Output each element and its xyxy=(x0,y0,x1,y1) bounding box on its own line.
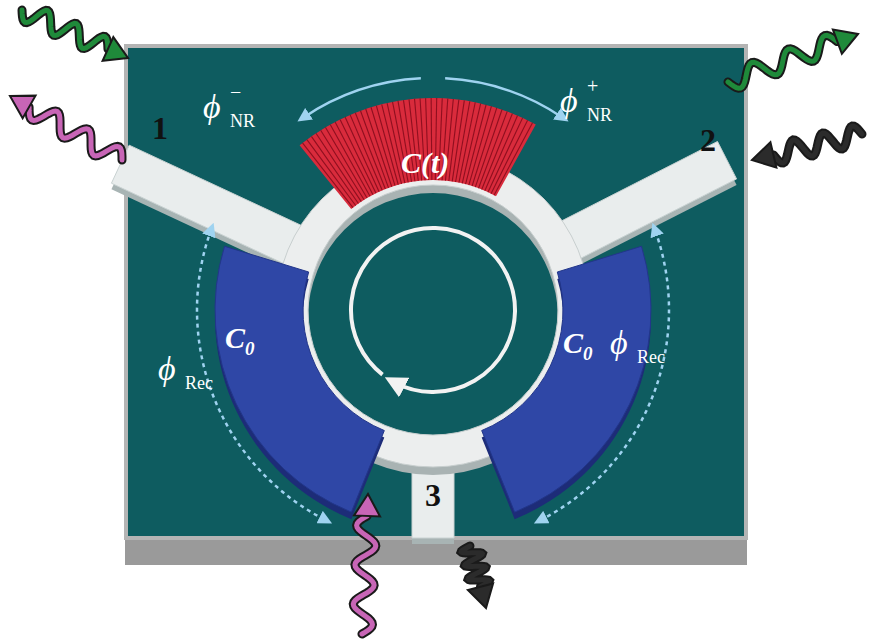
input-wave xyxy=(353,494,380,634)
subscript: 0 xyxy=(583,343,593,364)
node-text: 1 xyxy=(152,110,168,146)
capacitor-label: C0 xyxy=(559,324,597,367)
subscript: NR xyxy=(230,112,255,130)
output-wave xyxy=(461,546,493,608)
output-wave xyxy=(10,96,122,160)
phase-arrow xyxy=(197,229,326,520)
phase-arrow xyxy=(540,229,669,520)
superscript: + xyxy=(587,76,598,96)
capacitor-label: C0 xyxy=(221,319,259,362)
node-text: C xyxy=(225,321,245,354)
port-number: 2 xyxy=(696,120,720,161)
phase-symbol: ϕ xyxy=(610,326,628,360)
subscript: NR xyxy=(587,106,612,124)
input-wave xyxy=(22,10,128,61)
substrate xyxy=(126,46,746,538)
port-number: 1 xyxy=(148,108,172,149)
static-capacitor xyxy=(215,246,384,512)
modulated-capacitor xyxy=(300,98,536,209)
phase-symbol: ϕ xyxy=(158,352,176,386)
static-capacitor xyxy=(482,246,651,512)
subscript: Rec xyxy=(637,348,665,366)
phase-symbol: ϕ xyxy=(203,90,221,124)
phase-arrow xyxy=(445,78,563,117)
port-number: 3 xyxy=(421,475,445,516)
input-wave xyxy=(752,126,862,168)
phase-symbol: ϕ xyxy=(560,84,578,118)
node-text: 3 xyxy=(425,477,441,513)
capacitor-label: C(t) xyxy=(397,144,453,182)
circulation-arrow xyxy=(351,228,515,392)
superscript: − xyxy=(230,82,241,102)
subscript: 0 xyxy=(245,338,255,359)
node-text: 2 xyxy=(700,122,716,158)
output-wave xyxy=(728,29,858,88)
phase-arrow xyxy=(303,78,421,117)
node-text: C xyxy=(563,326,583,359)
capacitor-fingers xyxy=(302,98,532,208)
node-text: C(t) xyxy=(401,146,449,179)
subscript: Rec xyxy=(185,374,213,392)
